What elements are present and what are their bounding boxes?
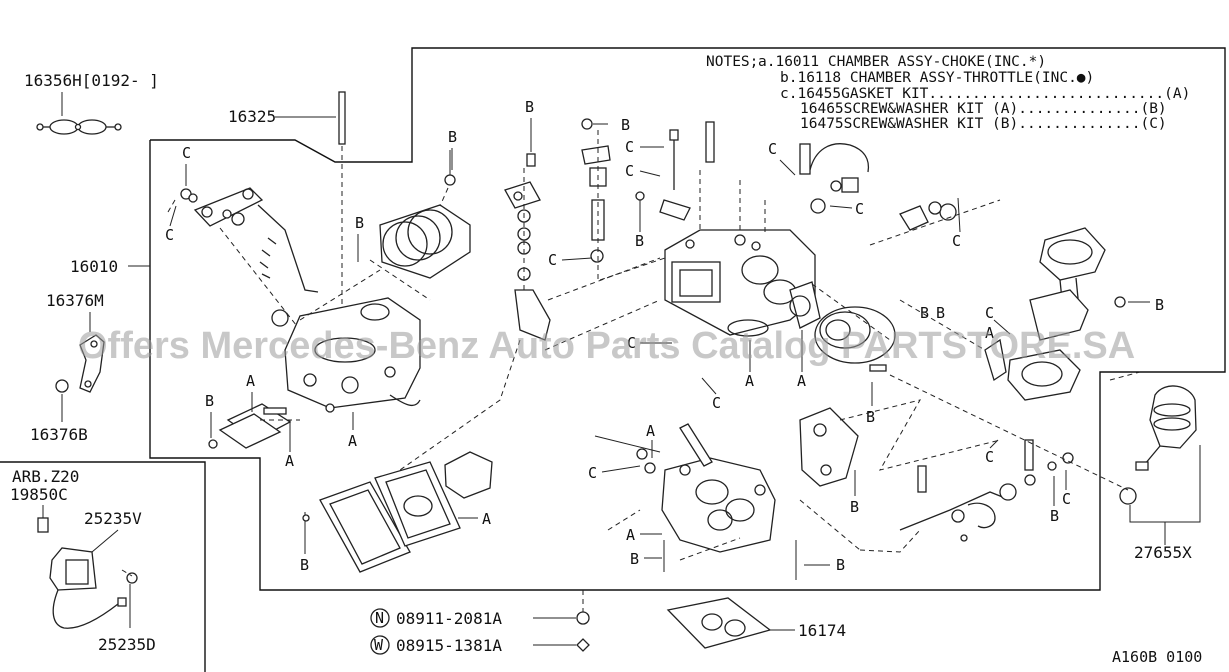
callout-c: C	[627, 334, 636, 352]
callout-a: A	[626, 526, 635, 544]
label-16174: 16174	[798, 621, 846, 640]
callout-leader	[829, 205, 853, 209]
right-diaphragm-assembly	[899, 197, 1150, 401]
callout-a: A	[985, 324, 994, 342]
fastener-n-symbol: N	[375, 609, 384, 627]
callout-b: B	[205, 392, 214, 410]
callout-b: B	[355, 214, 364, 232]
linkage-bracket-right	[799, 407, 1074, 542]
label-16376b: 16376B	[30, 425, 88, 444]
callout-c: C	[182, 144, 191, 162]
callout-leader	[993, 319, 1011, 335]
callout-leader	[779, 159, 796, 176]
callout-b: B	[300, 556, 309, 574]
callout-c: C	[625, 138, 634, 156]
center-small-parts	[504, 118, 715, 341]
part-16325: 16325	[228, 91, 346, 310]
callout-a: A	[285, 452, 294, 470]
callout-b: B	[1155, 296, 1164, 314]
callout-a: A	[482, 510, 491, 528]
label-16325: 16325	[228, 107, 276, 126]
callout-a: A	[246, 372, 255, 390]
label-16376m: 16376M	[46, 291, 104, 310]
part-16356h: 16356H[0192- ]	[24, 71, 159, 135]
callout-b: B	[630, 550, 639, 568]
label-25235d: 25235D	[98, 635, 156, 654]
assembly-dash-lines	[260, 199, 1141, 553]
diagram-code: A160B 0100	[1112, 648, 1202, 666]
choke-diaphragm	[811, 283, 896, 372]
callout-c: C	[952, 232, 961, 250]
callout-leader	[169, 205, 177, 227]
label-19850c: 19850C	[10, 485, 68, 504]
callout-b: B	[1050, 507, 1059, 525]
carburetor-upper-body	[271, 269, 421, 413]
callout-leader	[561, 257, 593, 261]
callout-c: C	[855, 200, 864, 218]
notes-block: NOTES; a.16011 CHAMBER ASSY-CHOKE(INC.*)…	[706, 54, 1190, 132]
watermark: Offers Mercedes-Benz Auto Parts Catalog …	[78, 325, 1135, 367]
callout-b: B	[621, 116, 630, 134]
callout-leader	[601, 465, 641, 473]
callout-b: B	[635, 232, 644, 250]
callout-c: C	[165, 226, 174, 244]
callout-b: B	[836, 556, 845, 574]
callout-c: C	[712, 394, 721, 412]
main-frame	[149, 47, 1226, 591]
callout-a: A	[646, 422, 655, 440]
callout-c: C	[768, 140, 777, 158]
note-line-b: b.16118 CHAMBER ASSY-THROTTLE(INC.●)	[780, 70, 1094, 86]
callout-c: C	[1062, 490, 1071, 508]
callout-c: C	[625, 162, 634, 180]
callout-c: C	[548, 251, 557, 269]
linkage-assembly	[167, 187, 319, 331]
inset-frame	[0, 461, 206, 672]
label-16010: 16010	[70, 257, 118, 276]
callout-a: A	[348, 432, 357, 450]
part-16376m: 16376M	[46, 291, 105, 393]
thermo-sensor-wire	[799, 143, 870, 214]
gasket-group-left	[208, 403, 292, 449]
callout-leader	[639, 170, 661, 177]
air-horn	[379, 150, 471, 279]
inset-title: ARB.Z20	[12, 467, 79, 486]
lower-gaskets	[302, 451, 493, 573]
label-16356h: 16356H[0192- ]	[24, 71, 159, 90]
label-27655x: 27655X	[1134, 543, 1192, 562]
callout-b: B	[920, 304, 929, 322]
fastener-n-number: 08911-2081A	[396, 609, 502, 628]
callout-b: B	[936, 304, 945, 322]
part-16376b: 16376B	[30, 379, 88, 444]
callout-leader	[701, 377, 717, 395]
note-line-a: a.16011 CHAMBER ASSY-CHOKE(INC.*)	[758, 54, 1046, 70]
fastener-legend: N 08911-2081A W 08915-1381A	[370, 590, 590, 655]
label-25235v: 25235V	[84, 509, 142, 528]
callout-b: B	[866, 408, 875, 426]
notes-header: NOTES;	[706, 54, 758, 70]
note-line-d: 16465SCREW&WASHER KIT (A)..............(…	[800, 101, 1167, 117]
callout-b: B	[448, 128, 457, 146]
fastener-w-number: 08915-1381A	[396, 636, 502, 655]
throttle-body	[594, 423, 797, 580]
callout-c: C	[985, 448, 994, 466]
callout-b: B	[525, 98, 534, 116]
note-line-e: 16475SCREW&WASHER KIT (B)..............(…	[800, 116, 1167, 132]
note-line-c: c.16455GASKET KIT.......................…	[780, 86, 1190, 102]
part-16174: 16174	[666, 597, 846, 649]
carburetor-main-body	[664, 170, 821, 337]
inset-arb-z20: ARB.Z20 19850C 25235V 25235D	[10, 467, 156, 654]
callout-a: A	[797, 372, 806, 390]
callout-c: C	[588, 464, 597, 482]
callout-leader	[989, 439, 999, 449]
callout-b: B	[850, 498, 859, 516]
callout-a: A	[745, 372, 754, 390]
callout-c: C	[985, 304, 994, 322]
fastener-w-symbol: W	[374, 636, 384, 654]
choke-actuator-27655x: 27655X	[1119, 385, 1201, 562]
